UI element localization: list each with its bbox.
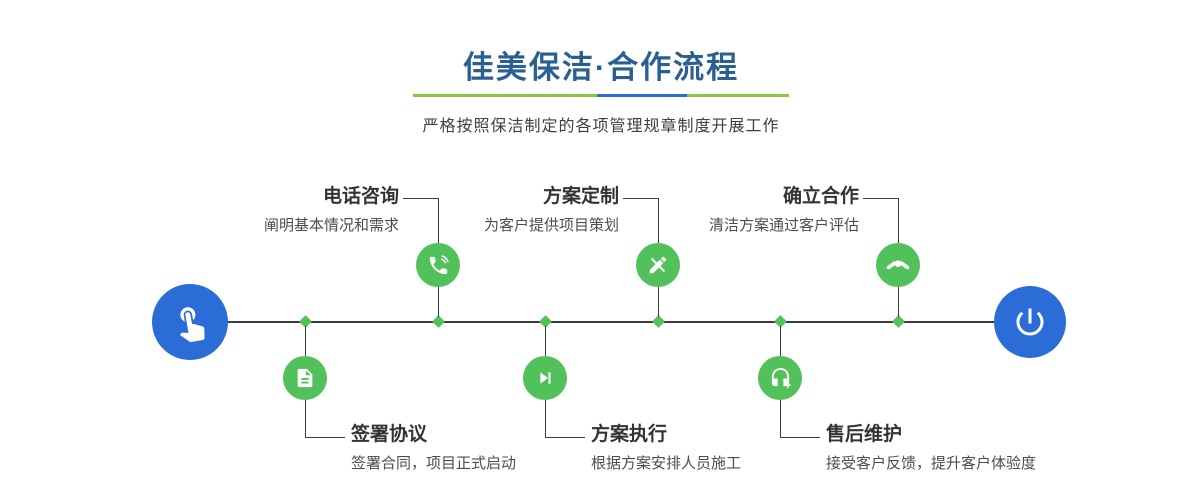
step-title: 电话咨询 — [322, 186, 399, 207]
step-title: 方案定制 — [542, 186, 619, 207]
page-subtitle: 严格按照保洁制定的各项管理规章制度开展工作 — [422, 118, 780, 135]
connector-line — [545, 437, 585, 438]
connector-line — [305, 400, 306, 437]
step-desc: 阐明基本情况和需求 — [263, 217, 399, 234]
step-desc: 清洁方案通过客户评估 — [708, 217, 859, 234]
step-label: 方案执行 根据方案安排人员施工 — [591, 424, 911, 474]
timeline-diamond — [652, 315, 665, 328]
connector-line — [438, 287, 439, 317]
step-title: 方案执行 — [591, 424, 668, 445]
step-node — [636, 243, 680, 287]
connector-line — [898, 287, 899, 317]
step-label: 售后维护 接受客户反馈，提升客户体验度 — [826, 424, 1146, 474]
step-node — [758, 356, 802, 400]
connector-line — [305, 326, 306, 356]
connector-line — [780, 437, 820, 438]
connector-line — [658, 198, 659, 243]
pencil-ruler-icon — [649, 256, 667, 274]
title-underline — [413, 94, 789, 97]
step-node — [523, 356, 567, 400]
page-title: 佳美保洁·合作流程 — [462, 50, 740, 85]
step-desc: 根据方案安排人员施工 — [591, 455, 742, 472]
step-label: 方案定制 为客户提供项目策划 — [299, 186, 619, 236]
step-label: 确立合作 清洁方案通过客户评估 — [539, 186, 859, 236]
underline-green-left — [413, 94, 597, 97]
step-label: 电话咨询 阐明基本情况和需求 — [79, 186, 399, 236]
connector-line — [898, 198, 899, 243]
step-title: 售后维护 — [826, 424, 903, 445]
connector-line — [658, 287, 659, 317]
phone-icon — [429, 254, 449, 274]
connector-line — [780, 326, 781, 356]
handshake-icon — [886, 260, 910, 270]
step-desc: 为客户提供项目策划 — [483, 217, 619, 234]
step-title: 签署协议 — [351, 424, 428, 445]
connector-line — [623, 198, 658, 199]
step-desc: 签署合同，项目正式启动 — [351, 455, 517, 472]
headset-icon — [771, 367, 791, 388]
step-label: 签署协议 签署合同，项目正式启动 — [351, 424, 671, 474]
timeline-end-node — [994, 286, 1066, 358]
document-icon — [297, 368, 313, 388]
connector-line — [438, 198, 439, 243]
underline-blue-segment — [597, 94, 687, 97]
timeline-diamond — [432, 315, 445, 328]
step-node — [416, 243, 460, 287]
step-node — [283, 356, 327, 400]
timeline-line — [228, 321, 994, 323]
connector-line — [305, 437, 345, 438]
power-icon — [1016, 308, 1044, 336]
connector-line — [403, 198, 438, 199]
connector-line — [863, 198, 898, 199]
step-node — [876, 243, 920, 287]
step-desc: 接受客户反馈，提升客户体验度 — [826, 455, 1037, 472]
pointing-hand-icon — [180, 307, 205, 343]
connector-line — [545, 326, 546, 356]
connector-line — [780, 400, 781, 437]
underline-green-right — [687, 94, 789, 97]
connector-line — [545, 400, 546, 437]
timeline-start-node — [152, 284, 228, 360]
timeline-diamond — [892, 315, 905, 328]
step-title: 确立合作 — [782, 186, 859, 207]
play-icon — [540, 372, 551, 384]
